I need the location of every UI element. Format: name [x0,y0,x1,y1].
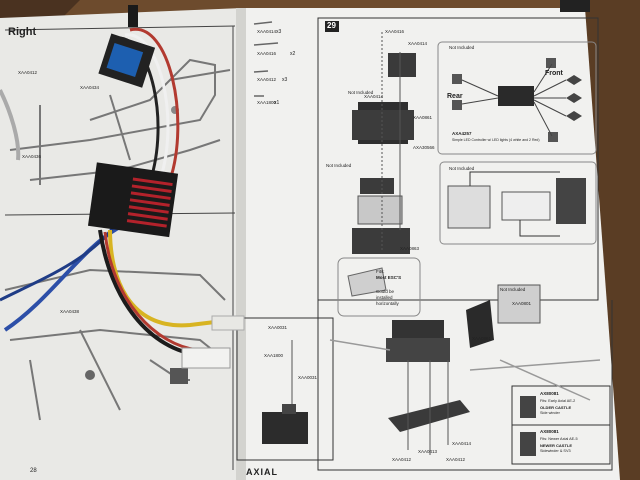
assembly-label: XAA0412 [446,457,466,462]
left-part-label: XAA0434 [80,85,100,90]
fits-note-line: Could be [376,289,395,294]
assembly-label: XAA0412 [392,457,412,462]
assembly-label: XAA0801 [512,301,532,306]
step-box-lower [317,300,613,471]
chassis-drawing-top [9,58,231,185]
esc-stack-exploded [352,32,416,254]
page-heading: Right [8,26,37,38]
step-number: 29 [327,21,336,30]
variant-a-line: Fits: Early Axial AE-2 [540,399,576,403]
receiver [98,33,156,88]
screw-qty: x3 [276,29,282,35]
bullet-connector [211,315,245,331]
fits-callout [337,257,421,317]
book-spine [236,8,246,480]
screw-qty: x3 [282,77,288,83]
wiring-diagram [447,171,586,237]
not-included-note-3: Not Included [326,163,352,168]
not-included-note-4: Not Included [348,90,374,95]
screw-qty: x2 [290,51,296,57]
left-part-label: XAA0412 [18,70,38,75]
variant-b-line: Sidewinder & SV3 [540,449,571,453]
assembly-label: XAA0414 [408,41,428,46]
wiring-panel [439,161,597,245]
inset-box [236,317,334,461]
not-included-note-5: Not Included [500,287,526,292]
step-box-main [317,17,599,301]
led-kit-desc: Simple LED Controller w/ LED lights (4 w… [452,138,540,142]
rear-label: Rear [447,93,463,100]
receiver-lead-white [124,33,170,181]
variant-a-code: AX80081 [540,391,559,396]
screws-legend [253,21,279,97]
assembly-label: XAA0414 [364,94,384,99]
front-label: Front [545,70,563,77]
coiled-cable [0,89,21,161]
fits-note-line: installed [376,295,393,300]
assembly-label: XAA0414 [452,441,472,446]
brand-logo: AXIAL [246,467,278,477]
assembly-label: XAA0861 [472,336,492,341]
variant-b-code: AX80081 [540,429,559,434]
variant-b-line: NEWER CASTLE [540,443,572,448]
receiver-lead-red [129,27,180,181]
assembly-label: XAA1800 [264,353,284,358]
assembly-label: XAA0413 [418,449,438,454]
chassis-bolt-2 [85,370,95,380]
right-page [243,8,620,480]
variant-b-line: Fits: Newer Axial AE-5 [540,437,578,441]
cable-top-right [560,0,590,12]
not-included-note-2: Not Included [449,166,475,171]
lights-panel [437,41,597,155]
fits-note-line: Most ESC'S [376,275,402,280]
step-badge [325,21,339,32]
assembly-label: XAA0031 [268,325,288,330]
left-part-label: XAA0436 [22,154,42,159]
esc-unit [87,162,179,238]
variant-a-icon [520,396,536,418]
lights-diagram [452,58,582,142]
variant-a-line: OLDER CASTLE [540,405,572,410]
receiver-plug [128,5,138,27]
assembly-label: AXA30566 [413,145,435,150]
left-page-number: 28 [30,468,37,474]
chassis-mount [170,368,188,384]
not-included-note: Not Included [449,45,475,50]
screw-part: XAA0414 [257,29,277,34]
screw-qty: x1 [274,100,280,106]
variant-a-line: Side winder [540,411,560,415]
screw-part: XAA0416 [257,51,277,56]
led-kit-code: AXA4257 [452,131,472,136]
assembly-label: XAA0416 [385,29,405,34]
inset-esc [262,340,308,444]
assembly-label: XAA0861 [413,115,433,120]
assembly-label: XAA0031 [298,375,318,380]
screw-part: XAA0412 [257,77,277,82]
fits-note-line: Fits: [376,269,385,274]
lower-assembly [329,267,601,455]
left-frame-top [4,25,236,31]
fits-note-line: horizontally [376,301,399,306]
red-wire [103,231,199,352]
assembly-label: XAA0863 [400,246,420,251]
left-part-label: XAA0438 [60,309,80,314]
battery-connector [181,347,231,369]
variant-b-icon [520,432,536,456]
screw-part: XAA1800 [257,100,277,105]
